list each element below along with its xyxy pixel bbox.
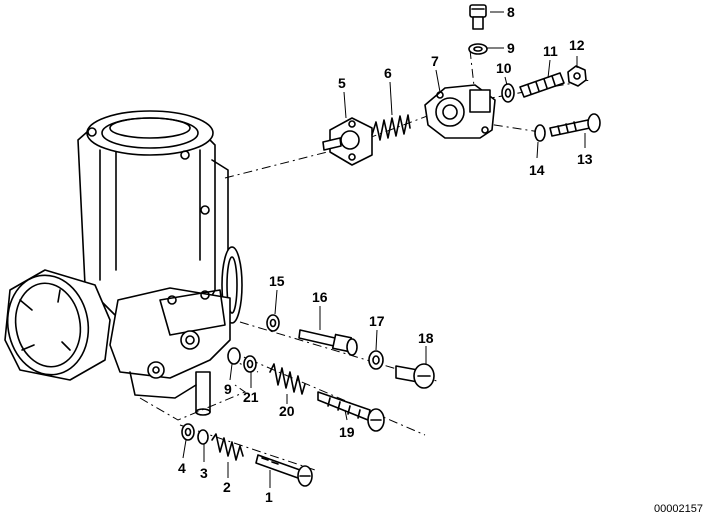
label-20: 20 bbox=[279, 403, 295, 419]
part-16-pin bbox=[298, 329, 358, 356]
assembly-lines bbox=[179, 49, 591, 471]
label-5: 5 bbox=[338, 75, 346, 91]
leader-lines bbox=[182, 11, 586, 488]
label-8: 8 bbox=[507, 4, 515, 20]
label-18: 18 bbox=[418, 330, 434, 346]
part-18-plug-screw bbox=[395, 363, 435, 389]
part-12-nut bbox=[567, 65, 587, 87]
part-4-washer bbox=[181, 423, 195, 441]
label-9-bottom: 9 bbox=[224, 381, 232, 397]
label-11: 11 bbox=[543, 43, 558, 59]
label-19: 19 bbox=[339, 424, 355, 440]
part-20-spring bbox=[269, 363, 306, 395]
part-11-adjusting-screw bbox=[519, 72, 565, 98]
drawing-number: 00002157 bbox=[654, 503, 703, 515]
label-2: 2 bbox=[223, 479, 231, 495]
label-3: 3 bbox=[200, 465, 208, 481]
part-3-washer bbox=[197, 429, 209, 445]
label-1: 1 bbox=[265, 489, 273, 505]
carburetor-body bbox=[4, 110, 247, 421]
part-21-washer bbox=[243, 355, 257, 373]
part-labels: 1 2 3 4 5 6 7 8 9 9 10 11 12 13 14 15 16… bbox=[178, 4, 703, 515]
label-10: 10 bbox=[496, 60, 512, 76]
part-5-diaphragm-cover bbox=[322, 117, 373, 166]
label-12: 12 bbox=[569, 37, 585, 53]
part-8-screw bbox=[469, 4, 487, 30]
part-6-spring bbox=[371, 114, 411, 141]
label-4: 4 bbox=[178, 460, 186, 476]
part-1-idle-screw bbox=[255, 454, 313, 487]
part-9-washer-bottom bbox=[227, 347, 241, 365]
part-9-washer-top bbox=[468, 43, 488, 55]
label-21: 21 bbox=[243, 389, 259, 405]
part-13-screw bbox=[549, 113, 601, 137]
label-17: 17 bbox=[369, 313, 385, 329]
part-7-housing bbox=[424, 84, 496, 139]
part-19-mixture-screw bbox=[317, 391, 385, 432]
label-6: 6 bbox=[384, 65, 392, 81]
label-16: 16 bbox=[312, 289, 328, 305]
part-17-washer bbox=[368, 350, 384, 370]
part-2-spring bbox=[211, 433, 244, 461]
label-9-top: 9 bbox=[507, 40, 515, 56]
part-15-washer bbox=[266, 314, 280, 332]
label-13: 13 bbox=[577, 151, 593, 167]
label-7: 7 bbox=[431, 53, 439, 69]
label-14: 14 bbox=[529, 162, 545, 178]
part-10-washer bbox=[501, 83, 515, 103]
part-14-washer bbox=[534, 124, 546, 142]
label-15: 15 bbox=[269, 273, 285, 289]
